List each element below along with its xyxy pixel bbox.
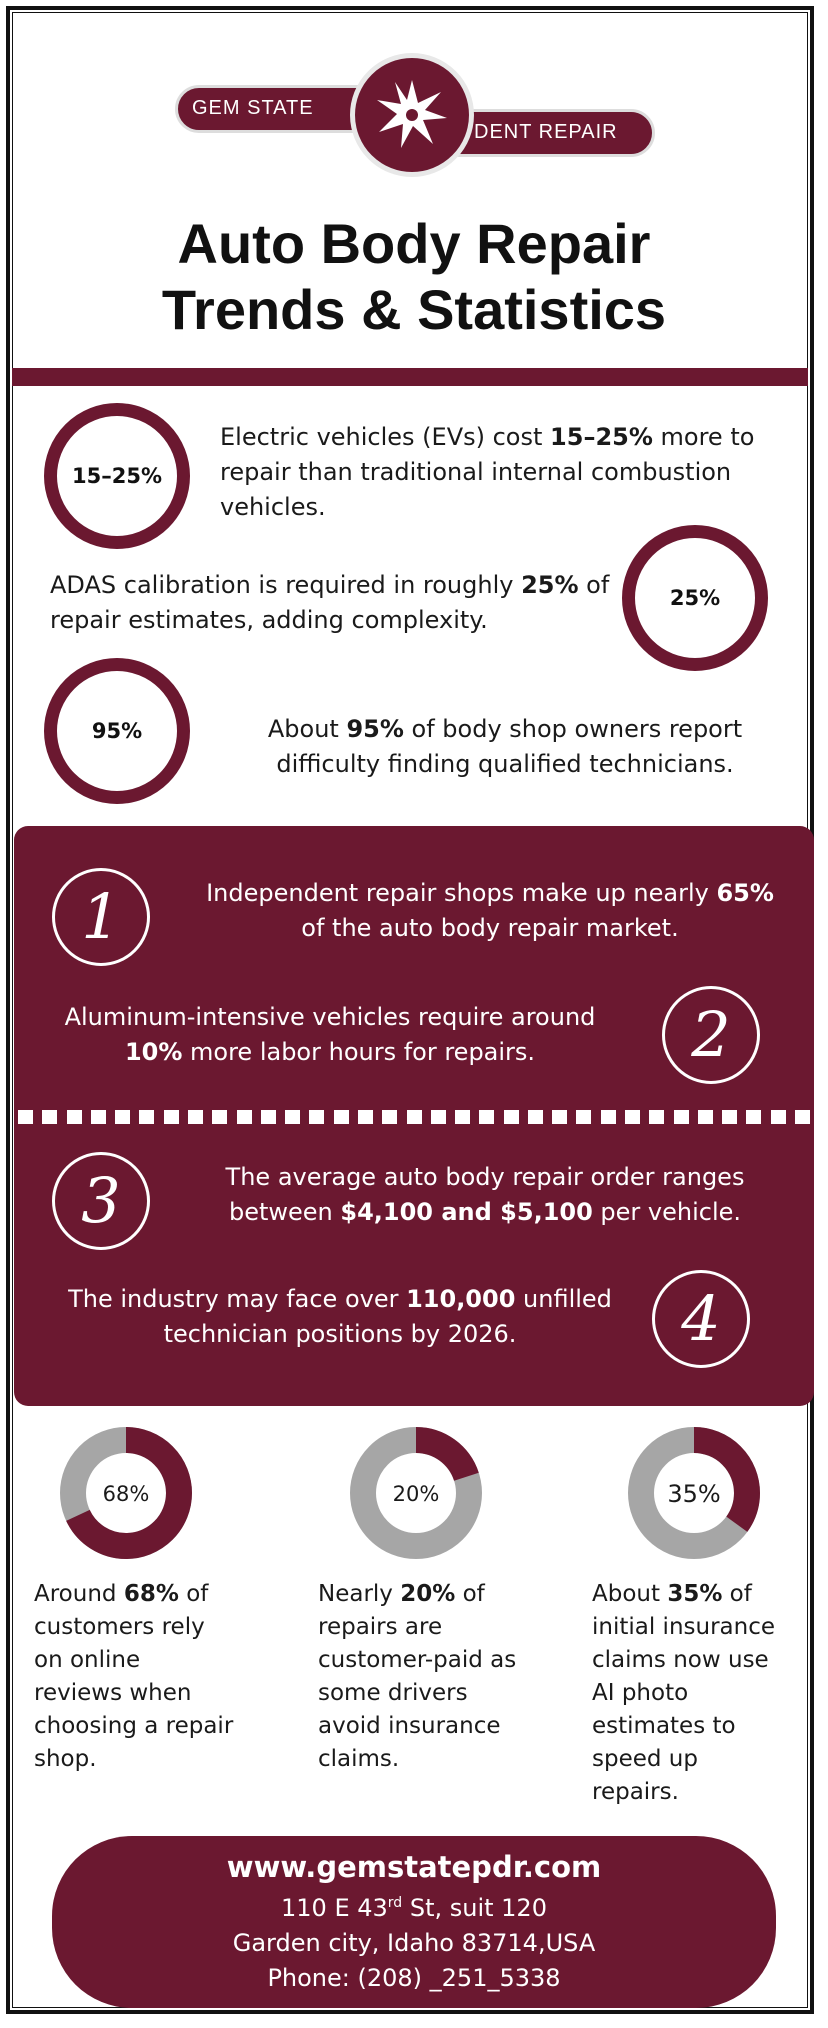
stat-aluminum: Aluminum-intensive vehicles require arou… <box>64 1003 596 1066</box>
stat-ev-cost: Electric vehicles (EVs) cost 15–25% more… <box>220 423 755 521</box>
star-burst-icon <box>377 80 447 148</box>
stat-unfilled-positions: The industry may face over 110,000 unfil… <box>68 1285 612 1348</box>
ring-ev-cost: 15–25% <box>44 403 190 549</box>
logo-left-text: GEM STATE <box>192 97 314 119</box>
stat-online-reviews: Around 68% of customers rely on online r… <box>34 1581 234 1772</box>
stat-independent-shops: Independent repair shops make up nearly … <box>206 879 774 942</box>
donut-label: 68% <box>103 1482 150 1506</box>
stat-repair-order: The average auto body repair order range… <box>225 1163 745 1226</box>
donut-label: 35% <box>667 1480 720 1508</box>
page-title-line-2: Trends & Statistics <box>161 278 667 341</box>
donut-label: 20% <box>393 1482 440 1506</box>
logo-right-text: DENT REPAIR <box>474 121 618 143</box>
number-1-badge: 1 <box>52 868 150 966</box>
address-line: 110 E 43rd St, suit 120 <box>281 1894 547 1922</box>
stat-technicians: About 95% of body shop owners report dif… <box>267 715 743 778</box>
donut-customer-paid: 20% <box>350 1427 482 1559</box>
donut-ai-estimates: 35% <box>628 1427 760 1559</box>
number-2-badge: 2 <box>662 986 760 1084</box>
ring-adas: 25% <box>622 525 768 671</box>
stat-ai-estimates: About 35% of initial insurance claims no… <box>592 1581 776 1805</box>
title-divider <box>12 368 808 386</box>
number-3-badge: 3 <box>52 1152 150 1250</box>
ring-technicians: 95% <box>44 658 190 804</box>
stat-customer-paid: Nearly 20% of repairs are customer-paid … <box>318 1581 517 1772</box>
stat-adas: ADAS calibration is required in roughly … <box>50 571 610 634</box>
phone-line[interactable]: Phone: (208) _251_5338 <box>267 1964 561 1992</box>
logo-left-banner <box>175 85 375 133</box>
logo-emblem <box>350 53 474 177</box>
contact-footer: www.gemstatepdr.com 110 E 43rd St, suit … <box>52 1836 776 2008</box>
donut-online-reviews: 68% <box>60 1427 192 1559</box>
city-line: Garden city, Idaho 83714,USA <box>232 1929 596 1957</box>
page-title-line-1: Auto Body Repair <box>177 212 651 275</box>
number-4-badge: 4 <box>652 1270 750 1368</box>
dotted-separator <box>14 1110 814 1126</box>
website-link[interactable]: www.gemstatepdr.com <box>226 1850 602 1884</box>
brand-logo: GEM STATE DENT REPAIR <box>170 45 660 185</box>
